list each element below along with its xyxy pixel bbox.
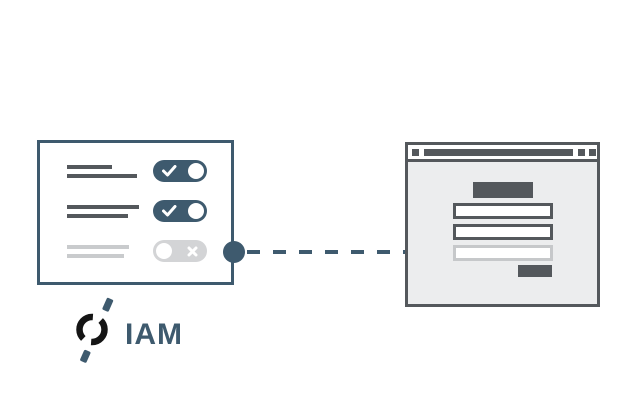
logo-dash-bottom (80, 349, 91, 363)
form-field-3[interactable] (453, 245, 553, 261)
text-line (67, 204, 139, 209)
check-icon (162, 205, 177, 217)
setting-label-lines (67, 204, 139, 218)
settings-panel (37, 140, 234, 285)
text-line (67, 253, 124, 258)
toggle-knob (188, 163, 204, 179)
toggle-knob (188, 203, 204, 219)
form-field-2[interactable] (453, 224, 553, 240)
setting-label-lines (67, 244, 129, 258)
text-line (67, 164, 112, 169)
setting-label-lines (67, 164, 137, 178)
setting-row-2 (67, 200, 207, 222)
titlebar-square-icon (588, 148, 596, 156)
browser-titlebar (408, 145, 597, 162)
setting-row-1 (67, 160, 207, 182)
setting-row-3 (67, 240, 207, 262)
toggle-switch-on[interactable] (153, 160, 207, 182)
form-submit-button[interactable] (518, 265, 552, 277)
iam-logo-icon (76, 297, 114, 363)
text-line (67, 244, 129, 249)
connector-node (223, 241, 245, 263)
x-icon (187, 246, 198, 256)
toggle-knob (156, 243, 172, 259)
titlebar-square-icon (412, 148, 419, 156)
check-icon (162, 165, 177, 177)
logo-broken-circle (76, 313, 108, 346)
form-field-1[interactable] (453, 203, 553, 219)
titlebar-square-icon (577, 148, 585, 156)
text-line (67, 213, 128, 218)
form-title-block (473, 182, 533, 198)
toggle-switch-on[interactable] (153, 200, 207, 222)
browser-window (405, 142, 600, 307)
text-line (67, 173, 137, 178)
address-bar[interactable] (424, 148, 573, 156)
iam-logo-text: IAM (125, 318, 183, 351)
logo-dash-top (102, 297, 114, 312)
browser-page-body (408, 162, 597, 304)
toggle-switch-off[interactable] (153, 240, 207, 262)
